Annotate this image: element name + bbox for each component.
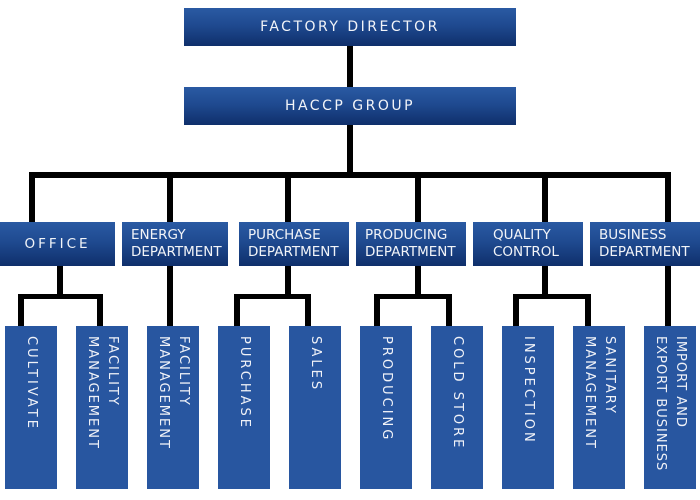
node-label: PURCHASE [237,336,252,430]
connector-office-sub-bus [18,294,103,299]
node-inspection: INSPECTION [502,326,554,489]
node-label: FACILITY MANAGEMENT [85,336,120,450]
node-cold-store: COLD STORE [431,326,483,489]
node-label: ENERGY DEPARTMENT [131,227,222,260]
connector-quality-sub-bus [513,294,591,299]
connector-purchase-sub-bus [234,294,311,299]
connector-energy [167,172,173,222]
connector-quality-sub2 [585,294,591,326]
connector-producing-sub1 [374,294,380,326]
node-label: OFFICE [24,235,91,252]
connector-producing-sub-bus [374,294,452,299]
node-energy-department: ENERGY DEPARTMENT [122,222,228,266]
connector-department-bus [29,172,671,178]
connector-business-down [665,266,671,326]
node-producing-department: PRODUCING DEPARTMENT [356,222,466,266]
connector-purchase [285,172,291,222]
node-office-facility-management: FACILITY MANAGEMENT [76,326,128,489]
node-haccp-group: HACCP GROUP [184,87,516,125]
connector-office [29,172,35,222]
node-office: OFFICE [0,222,115,266]
node-label: CULTIVATE [24,336,39,431]
node-sales: SALES [289,326,341,489]
node-label: SALES [308,336,323,393]
connector-group-bus [347,125,353,178]
connector-purchase-sub1 [234,294,240,326]
node-label: FACTORY DIRECTOR [260,19,440,35]
node-label: QUALITY CONTROL [493,227,559,260]
node-label: FACILITY MANAGEMENT [156,336,191,450]
node-import-export-business: IMPORT AND EXPORT BUSINESS [644,326,696,489]
connector-purchase-down [285,266,291,299]
connector-quality-sub1 [513,294,519,326]
connector-producing-down [415,266,421,299]
node-producing: PRODUCING [360,326,412,489]
connector-purchase-sub2 [305,294,311,326]
node-purchase: PURCHASE [218,326,270,489]
node-factory-director: FACTORY DIRECTOR [184,8,516,46]
node-cultivate: CULTIVATE [5,326,57,489]
connector-office-down [57,266,63,299]
connector-quality [542,172,548,222]
node-label: PRODUCING DEPARTMENT [365,227,456,260]
node-label: PRODUCING [379,336,394,443]
node-label: PURCHASE DEPARTMENT [248,227,339,260]
connector-office-sub1 [18,294,24,326]
node-label: SANITARY MANAGEMENT [582,336,617,450]
node-label: INSPECTION [521,336,536,445]
connector-quality-down [542,266,548,299]
node-business-department: BUSINESS DEPARTMENT [590,222,700,266]
node-quality-control: QUALITY CONTROL [473,222,583,266]
connector-producing [415,172,421,222]
node-label: IMPORT AND EXPORT BUSINESS [653,336,688,472]
node-label: BUSINESS DEPARTMENT [599,227,690,260]
node-energy-facility-management: FACILITY MANAGEMENT [147,326,199,489]
node-purchase-department: PURCHASE DEPARTMENT [239,222,349,266]
connector-energy-down [167,266,173,326]
node-label: COLD STORE [450,336,465,451]
connector-producing-sub2 [446,294,452,326]
connector-root-group [347,46,353,87]
connector-office-sub2 [97,294,103,326]
node-sanitary-management: SANITARY MANAGEMENT [573,326,625,489]
connector-business [665,172,671,222]
node-label: HACCP GROUP [284,98,416,114]
